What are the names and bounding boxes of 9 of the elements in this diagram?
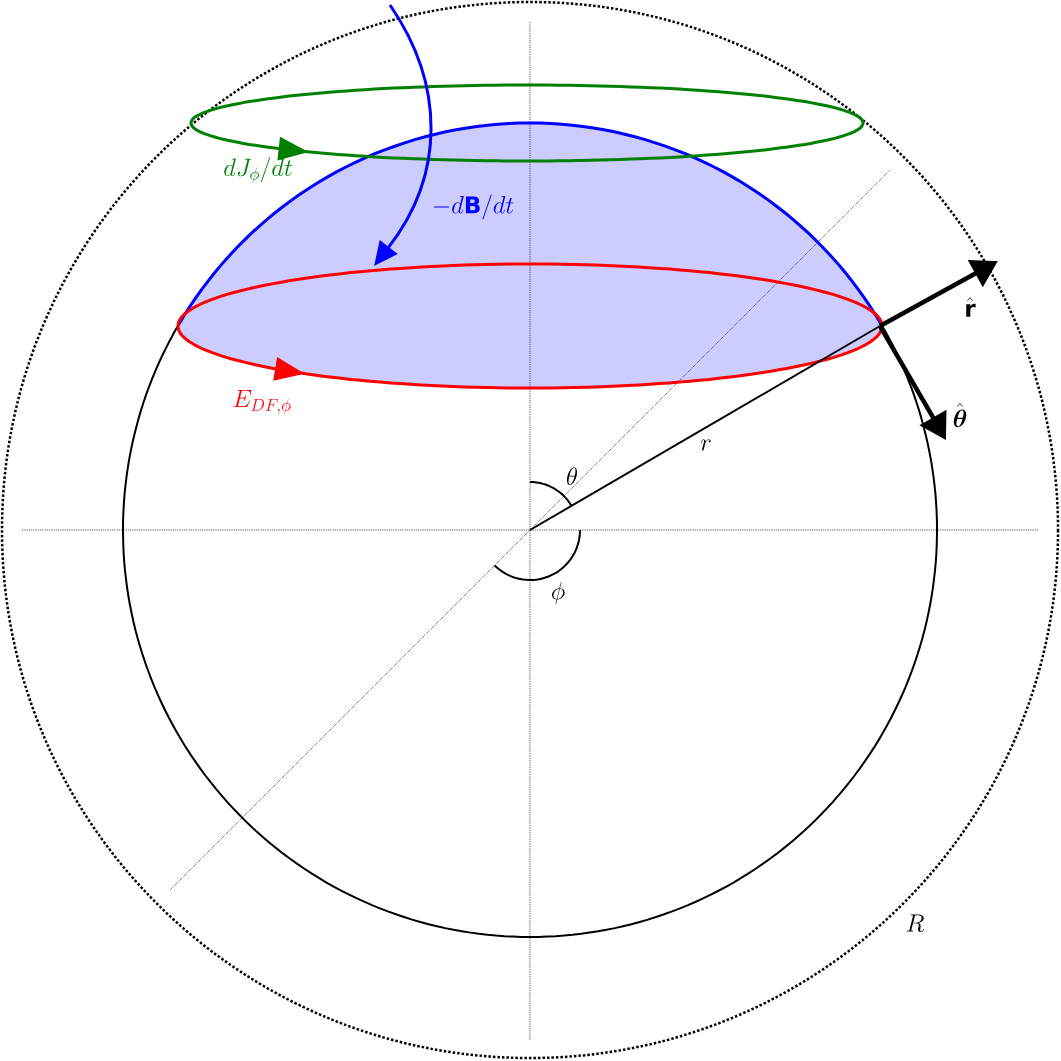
math-label: $dJ_\phi/dt$: [224, 157, 292, 184]
math-label: $-d\mathbf{B}/dt$: [433, 194, 514, 220]
math-label: $\phi$: [551, 581, 565, 605]
math-label: $\theta$: [567, 467, 577, 485]
math-label: $\hat{\boldsymbol{\theta}}$: [953, 403, 967, 428]
math-label: $E_{DF,\phi}$: [233, 390, 291, 415]
math-label: $r$: [700, 439, 711, 451]
math-label: $R$: [906, 914, 925, 933]
math-label: $\hat{\mathbf{r}}$: [966, 297, 976, 317]
